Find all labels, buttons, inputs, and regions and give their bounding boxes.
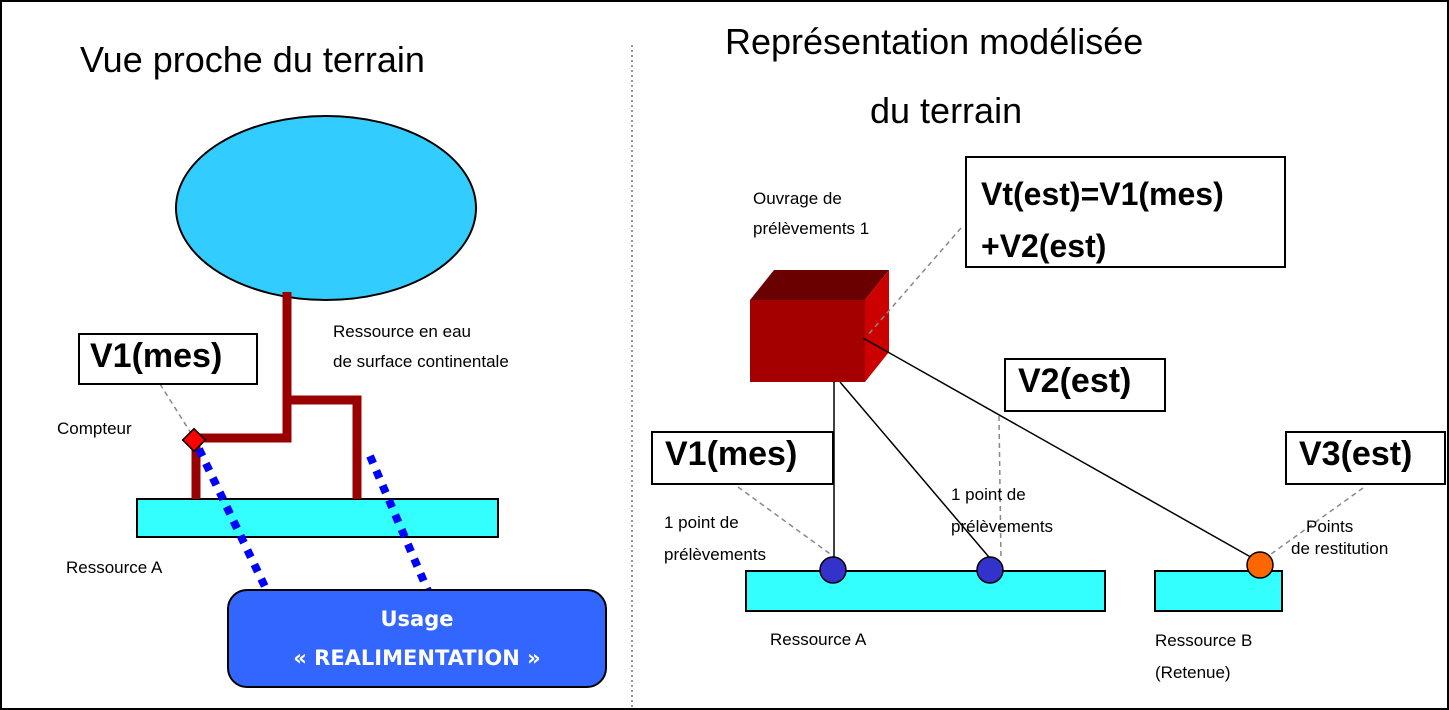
left-panel-title: Vue proche du terrain xyxy=(80,39,425,80)
ressource-b-line2: (Retenue) xyxy=(1155,663,1231,682)
point2-line1: 1 point de xyxy=(951,485,1026,504)
ouvrage-line2: prélèvements 1 xyxy=(753,219,870,238)
v1-mes-right-text: V1(mes) xyxy=(665,435,798,473)
ressource-a-bar-right xyxy=(745,570,1106,612)
compteur-label: Compteur xyxy=(57,419,132,438)
v2-est-box: V2(est) xyxy=(1004,358,1166,412)
ressource-b-label: Ressource B (Retenue) xyxy=(1155,625,1252,689)
v1-mes-box-left: V1(mes) xyxy=(78,333,258,385)
restitution-line2: de restitution xyxy=(1291,539,1389,558)
restitution-line1: Points xyxy=(1306,517,1354,536)
ouvrage-label: Ouvrage de prélèvements 1 xyxy=(753,184,869,244)
usage-line2: « REALIMENTATION » xyxy=(293,646,541,670)
ressource-a-bar-left xyxy=(136,498,499,538)
compteur-leader xyxy=(159,383,195,439)
v3-est-text: V3(est) xyxy=(1299,435,1413,473)
ressource-a-label-left: Ressource A xyxy=(66,558,163,577)
point2-label: 1 point de prélèvements xyxy=(951,479,1053,543)
compteur-meter-icon xyxy=(181,427,207,453)
v3-est-box: V3(est) xyxy=(1285,431,1446,485)
point1-line1: 1 point de xyxy=(664,513,739,532)
water-body-ellipse xyxy=(175,115,477,301)
pipe-network xyxy=(191,292,362,499)
ressource-eau-label: Ressource en eau de surface continentale xyxy=(333,317,509,377)
ressource-eau-line2: de surface continentale xyxy=(333,352,509,371)
point-restitution xyxy=(1246,551,1274,579)
ouvrage-cube xyxy=(750,270,889,382)
usage-box: Usage « REALIMENTATION » xyxy=(227,589,607,688)
ressource-eau-line1: Ressource en eau xyxy=(333,322,471,341)
v2-est-text: V2(est) xyxy=(1018,362,1132,400)
point1-label: 1 point de prélèvements xyxy=(664,507,766,571)
v1-mes-box-right: V1(mes) xyxy=(651,431,834,485)
restitution-label: Points de restitution xyxy=(1291,516,1388,560)
point-prelevement-2 xyxy=(976,556,1004,584)
ressource-a-label-right: Ressource A xyxy=(770,630,867,649)
ouvrage-links xyxy=(833,337,1257,564)
ouvrage-line1: Ouvrage de xyxy=(753,189,842,208)
right-panel-title-line1: Représentation modélisée xyxy=(725,21,1144,62)
right-panel-title-line2: du terrain xyxy=(870,90,1023,131)
usage-links xyxy=(195,447,432,595)
usage-line1: Usage xyxy=(380,607,454,631)
point2-line2: prélèvements xyxy=(951,517,1054,536)
leader-lines xyxy=(737,227,1364,561)
v1-mes-text: V1(mes) xyxy=(90,337,223,375)
point1-line2: prélèvements xyxy=(664,545,767,564)
ressource-b-line1: Ressource B xyxy=(1155,631,1253,650)
point-prelevement-1 xyxy=(819,556,847,584)
vt-line1: Vt(est)=V1(mes) xyxy=(981,176,1224,212)
vt-line2: +V2(est) xyxy=(981,228,1107,264)
vt-est-box: Vt(est)=V1(mes) +V2(est) xyxy=(965,156,1286,268)
